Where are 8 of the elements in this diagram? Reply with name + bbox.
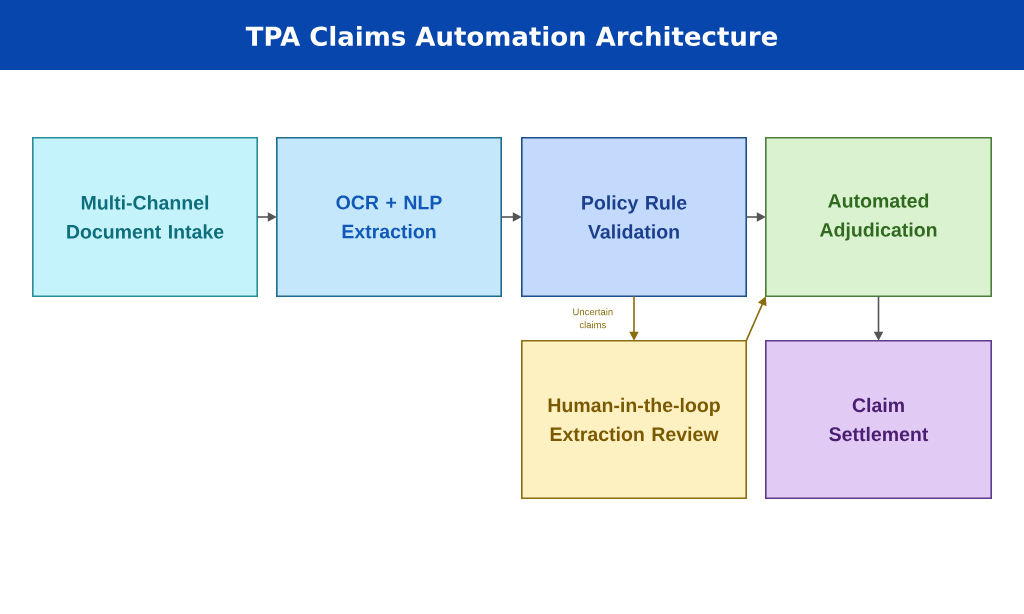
process-box: Human-in-the-loop Extraction Review: [521, 340, 747, 499]
edge-label: Uncertain claims: [565, 307, 620, 330]
process-box: Policy Rule Validation: [521, 137, 747, 297]
process-box: Multi-Channel Document Intake: [32, 137, 258, 297]
process-box: Claim Settlement: [765, 340, 992, 499]
process-box: Automated Adjudication: [765, 137, 992, 297]
title-bar: TPA Claims Automation Architecture: [0, 0, 1024, 70]
process-box: OCR + NLP Extraction: [276, 137, 502, 297]
